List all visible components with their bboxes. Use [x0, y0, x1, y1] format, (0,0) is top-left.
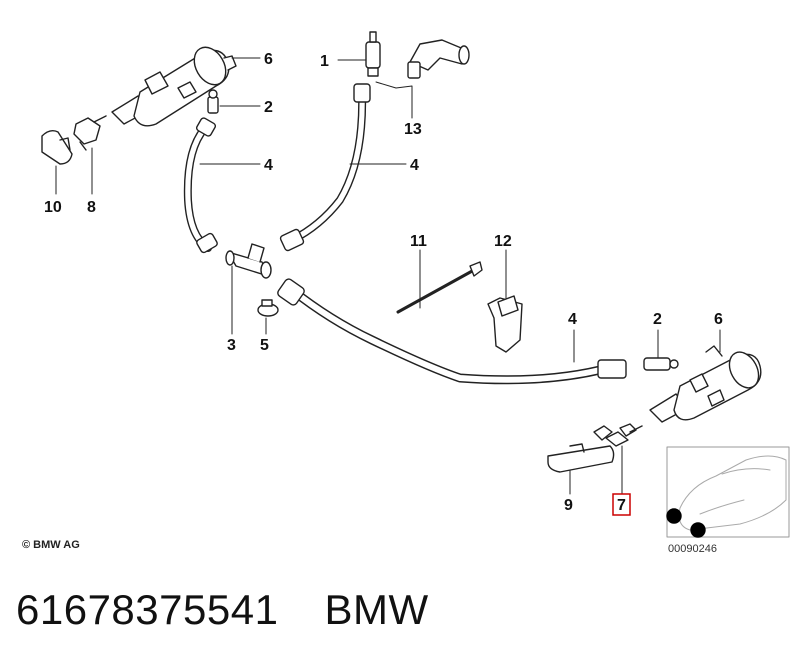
fastener-set [593, 423, 643, 447]
hose-clamp [257, 299, 279, 317]
callout-11: 11 [410, 233, 427, 250]
callout-2: 2 [264, 99, 273, 116]
callout-9: 9 [564, 497, 573, 514]
vehicle-locator-inset [666, 446, 790, 538]
hose-left [183, 117, 218, 254]
callout-5: 5 [260, 337, 269, 354]
callout-6: 6 [714, 311, 723, 328]
cable-tie [396, 261, 483, 314]
brand-name: BMW [324, 586, 429, 633]
callout-labels: 6 2 4 1 13 4 10 8 11 12 3 5 4 2 6 9 7 [44, 51, 723, 514]
callout-3: 3 [227, 337, 236, 354]
callout-4: 4 [410, 157, 419, 174]
callout-13: 13 [404, 121, 422, 138]
hose-right [279, 83, 371, 252]
location-marker [690, 522, 706, 538]
copyright-notice: © BMW AG [22, 539, 80, 551]
t-piece [225, 243, 272, 279]
hose-lower [277, 278, 627, 385]
callout-7: 7 [617, 497, 626, 514]
cover-cap-left [41, 129, 73, 165]
elbow-connector [407, 39, 470, 79]
connector-left [207, 89, 219, 114]
part-number: 61678375541 [16, 586, 279, 633]
hose-clip [487, 295, 523, 353]
callout-2: 2 [653, 311, 662, 328]
callout-4: 4 [264, 157, 273, 174]
callout-4: 4 [568, 311, 577, 328]
callout-highlight [612, 493, 631, 516]
callout-10: 10 [44, 199, 62, 216]
cover-cap-right [547, 443, 615, 473]
washer-pump-left [111, 46, 237, 127]
check-valve [365, 31, 381, 77]
washer-pump-right [649, 345, 762, 423]
drawing-number: 00090246 [668, 543, 717, 555]
part-caption: 61678375541 BMW [16, 586, 429, 634]
location-marker [666, 508, 682, 524]
bracket-left [73, 115, 107, 151]
callout-8: 8 [87, 199, 96, 216]
callout-12: 12 [494, 233, 512, 250]
callout-1: 1 [320, 53, 329, 70]
callout-6: 6 [264, 51, 273, 68]
leader-lines [55, 57, 721, 495]
connector-right [643, 357, 679, 371]
